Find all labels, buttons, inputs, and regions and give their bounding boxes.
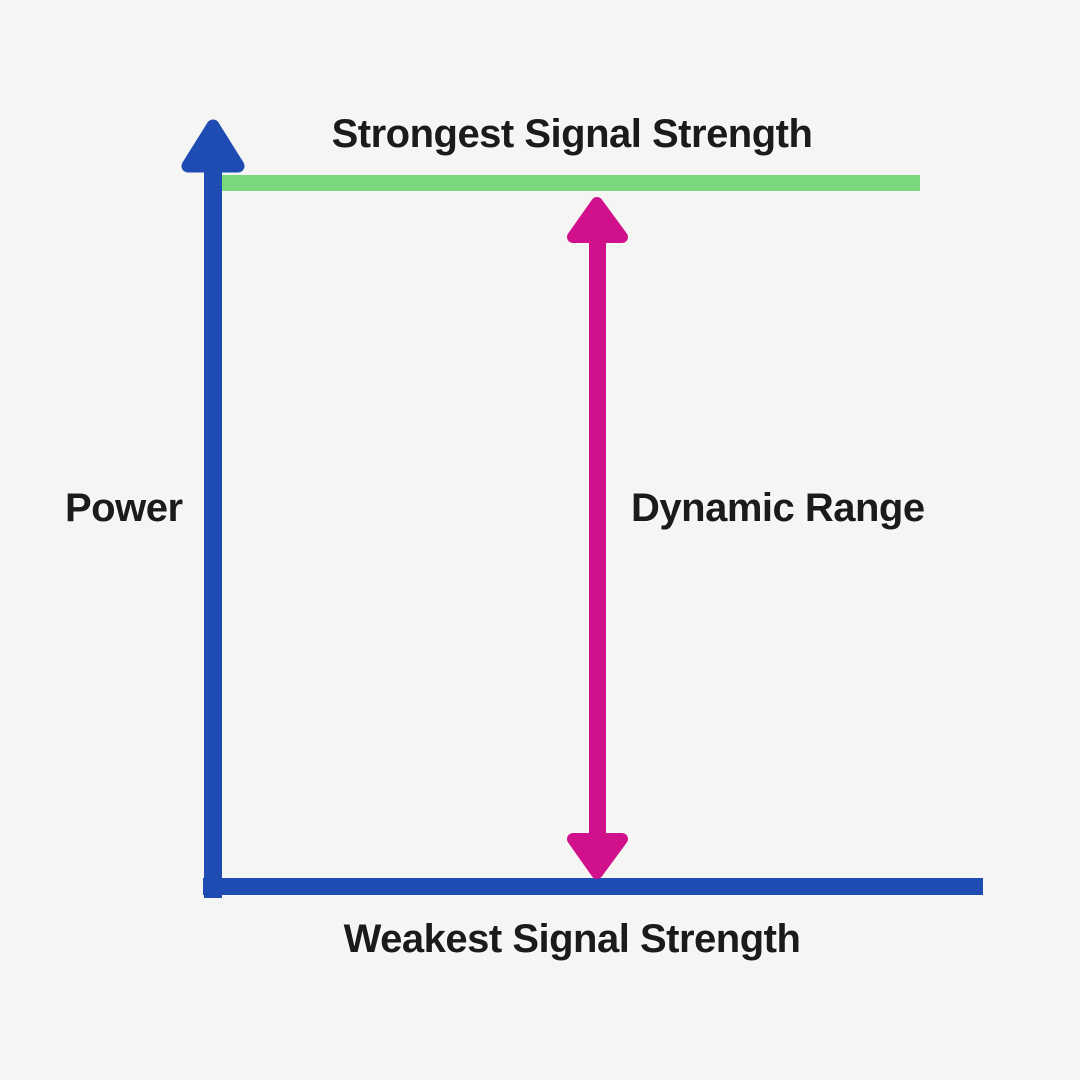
power-axis-arrowhead-icon (181, 119, 245, 173)
dynamic-range-label: Dynamic Range (631, 486, 925, 530)
strongest-signal-label: Strongest Signal Strength (331, 112, 813, 156)
dynamic-range-arrow-shaft (589, 235, 606, 845)
dynamic-range-arrowhead-down-icon (567, 833, 628, 879)
strongest-signal-line (220, 175, 920, 191)
dynamic-range-arrowhead-up-icon (567, 197, 628, 243)
power-axis-label: Power (65, 486, 183, 530)
baseline-axis-line (203, 878, 983, 895)
power-axis-line (204, 158, 222, 898)
weakest-signal-label: Weakest Signal Strength (343, 917, 801, 961)
